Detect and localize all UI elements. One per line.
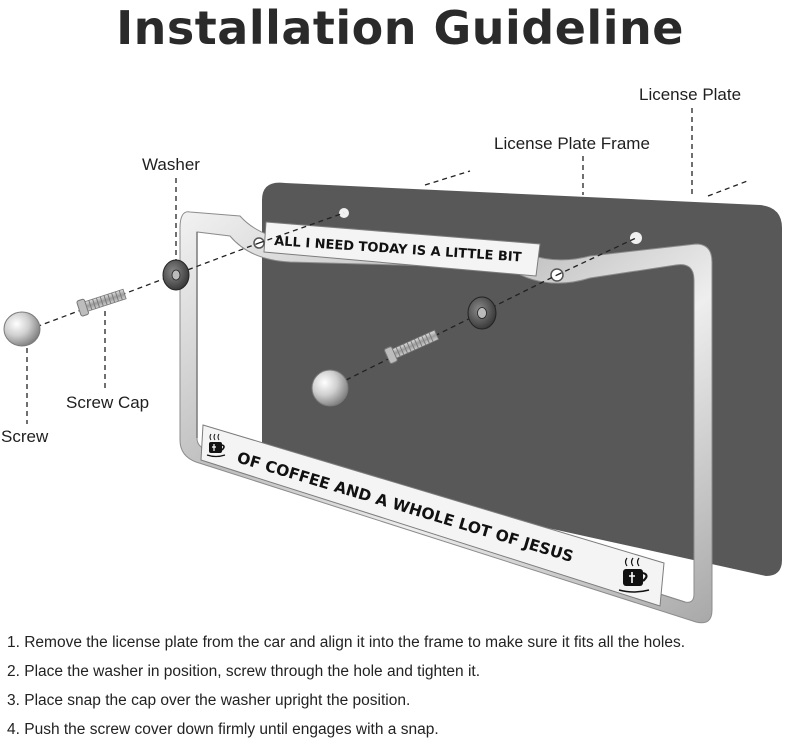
instruction-step: 3. Place snap the cap over the washer up… [7,692,411,709]
washer-label: Washer [142,155,200,174]
screw [76,288,127,317]
screw [384,329,440,364]
license-plate [262,182,782,576]
license-plate-label: License Plate [639,85,742,104]
screw-label: Screw [1,427,49,446]
frame-top-text-strip [263,221,541,277]
license-plate-frame-label: License Plate Frame [494,134,650,153]
instruction-steps: 1. Remove the license plate from the car… [7,628,797,744]
instruction-step: 1. Remove the license plate from the car… [7,634,686,651]
coffee-cup-icon [618,557,650,593]
frame-bottom-text-strip [200,424,665,607]
instruction-step: 2. Place the washer in position, screw t… [7,663,481,680]
screw-cap-label: Screw Cap [66,393,150,412]
page-title: Installation Guideline [116,1,684,55]
coffee-cup-icon [206,433,226,458]
screw-cap [311,369,349,407]
screw-cap [3,311,41,347]
plate-hole [630,232,642,244]
instruction-step: 4. Push the screw cover down firmly unti… [7,721,439,738]
